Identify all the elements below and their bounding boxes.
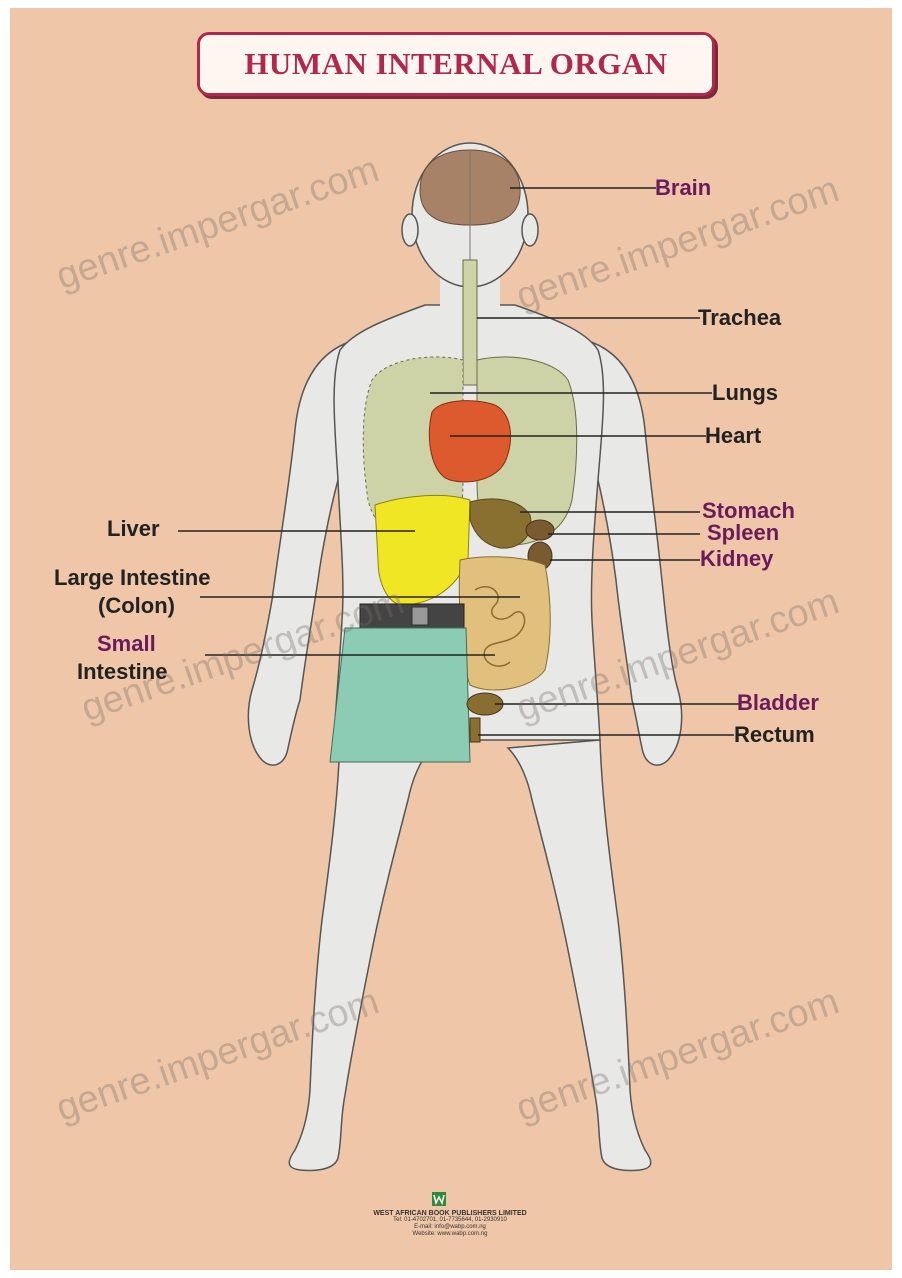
spleen: [526, 520, 554, 540]
heart: [429, 401, 510, 482]
title-banner: HUMAN INTERNAL ORGAN: [197, 32, 715, 96]
rectum: [470, 718, 480, 742]
label-kidney: Kidney: [700, 547, 773, 571]
large-intestine: [459, 557, 550, 690]
ear-right: [522, 214, 538, 246]
publisher-website: Website: www.wabp.com.ng: [300, 1231, 600, 1238]
label-small: Small: [97, 632, 156, 656]
label-colon: (Colon): [98, 594, 175, 618]
label-liver: Liver: [107, 517, 160, 541]
label-heart: Heart: [705, 424, 761, 448]
shorts: [330, 628, 470, 762]
poster: genre.impergar.com genre.impergar.com ge…: [10, 8, 892, 1270]
label-large-intestine: Large Intestine: [54, 566, 210, 590]
publisher-info: WEST AFRICAN BOOK PUBLISHERS LIMITED Tel…: [300, 1210, 600, 1238]
ear-left: [402, 214, 418, 246]
label-rectum: Rectum: [734, 723, 815, 747]
trachea: [463, 260, 477, 385]
publisher-phone: Tel: 01-4702701, 01-7735644, 01-2930910: [300, 1217, 600, 1224]
left-leg: [289, 740, 432, 1171]
label-brain: Brain: [655, 176, 711, 200]
label-intestine: Intestine: [77, 660, 167, 684]
publisher-logo: [432, 1192, 446, 1206]
label-lungs: Lungs: [712, 381, 778, 405]
label-trachea: Trachea: [698, 306, 781, 330]
publisher-email: E-mail: info@wabp.com.ng: [300, 1224, 600, 1231]
label-spleen: Spleen: [707, 521, 779, 545]
publisher-name: WEST AFRICAN BOOK PUBLISHERS LIMITED: [300, 1210, 600, 1217]
label-bladder: Bladder: [737, 691, 819, 715]
page-title: HUMAN INTERNAL ORGAN: [244, 46, 667, 82]
